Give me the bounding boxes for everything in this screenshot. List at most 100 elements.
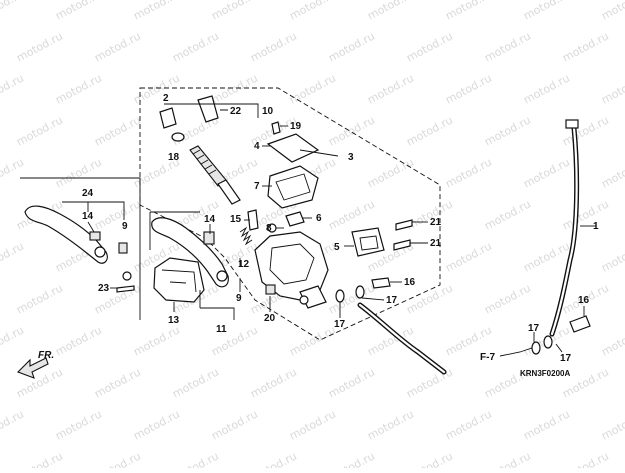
callout-5: 5 <box>334 242 340 253</box>
watermark-text: motod.ru <box>599 323 625 358</box>
screw-15 <box>247 209 259 231</box>
watermark-text: motod.ru <box>92 197 143 232</box>
watermark-text: motod.ru <box>14 449 65 468</box>
callout-22: 22 <box>230 106 242 117</box>
watermark-text: motod.ru <box>92 449 143 468</box>
watermark-text: motod.ru <box>0 407 26 442</box>
watermark-text: motod.ru <box>482 449 533 468</box>
lever-pivot <box>94 246 106 258</box>
switch-housing-detail <box>161 269 197 293</box>
lever-left <box>24 205 108 264</box>
watermark-text: motod.ru <box>92 29 143 64</box>
watermark-text: motod.ru <box>599 0 625 23</box>
front-direction-arrow: FR. <box>17 350 54 379</box>
watermark-text: motod.ru <box>521 239 572 274</box>
watermark-text: motod.ru <box>326 449 377 468</box>
banjo-bolts <box>335 277 591 355</box>
callout-21a: 21 <box>430 217 442 228</box>
spring-12 <box>239 226 253 246</box>
watermark-text: motod.ru <box>560 113 611 148</box>
watermark-text: motod.ru <box>92 113 143 148</box>
screw-19 <box>271 121 281 135</box>
brake-hose-1 <box>357 119 580 375</box>
watermark-text: motod.ru <box>131 71 182 106</box>
callout-6: 6 <box>316 213 322 224</box>
washer-17-d <box>531 341 541 355</box>
nut-23 <box>122 271 132 281</box>
bolt-21-upper <box>395 219 413 231</box>
watermark-text: motod.ru <box>170 29 221 64</box>
watermark-text: motod.ru <box>0 239 26 274</box>
bolt-16-lower <box>569 315 591 333</box>
watermark-text: motod.ru <box>287 71 338 106</box>
leader-24 <box>62 201 125 220</box>
watermark-text: motod.ru <box>248 365 299 400</box>
reservoir-cap-4 <box>266 133 320 163</box>
watermark-text: motod.ru <box>482 197 533 232</box>
outline-left-lever-group <box>20 177 141 320</box>
watermark-text: motod.ru <box>365 0 416 23</box>
watermark-text: motod.ru <box>365 71 416 106</box>
watermark-text: motod.ru <box>521 0 572 23</box>
callout-2: 2 <box>163 93 169 104</box>
callout-19: 19 <box>290 121 302 132</box>
switch-housing <box>153 257 205 303</box>
holder-detail <box>359 235 379 251</box>
watermark-text: motod.ru <box>521 71 572 106</box>
watermark-text: motod.ru <box>14 113 65 148</box>
watermark-text: motod.ru <box>53 407 104 442</box>
callout-24: 24 <box>82 188 94 199</box>
leader-f7 <box>499 347 533 357</box>
switch-housing-13 <box>153 257 205 303</box>
callout-9b: 9 <box>236 293 242 304</box>
callout-17b: 17 <box>334 319 346 330</box>
watermark-text: motod.ru <box>521 407 572 442</box>
watermark-text: motod.ru <box>404 113 455 148</box>
arrow-icon <box>17 357 49 379</box>
callout-labels: 1 2 3 4 5 6 7 8 9 9 10 11 12 13 14 14 15… <box>82 93 599 378</box>
watermark-text: motod.ru <box>14 281 65 316</box>
callout-23: 23 <box>98 283 110 294</box>
holder-5 <box>351 219 413 257</box>
watermark-text: motod.ru <box>599 407 625 442</box>
watermark-text: motod.ru <box>248 29 299 64</box>
watermark-text: motod.ru <box>209 407 260 442</box>
washer-17-c <box>543 335 553 349</box>
piston-spring <box>189 145 227 187</box>
callout-9a: 9 <box>122 221 128 232</box>
banjo-fitting <box>299 295 309 305</box>
watermark-text: motod.ru <box>365 407 416 442</box>
watermark-text: motod.ru <box>0 0 26 23</box>
watermark-text: motod.ru <box>482 29 533 64</box>
watermark-text: motod.ru <box>0 323 26 358</box>
boot-2 <box>159 107 177 129</box>
watermark-text: motod.ru <box>443 407 494 442</box>
watermark-text: motod.ru <box>287 323 338 358</box>
callout-7: 7 <box>254 181 260 192</box>
watermark-text: motod.ru <box>248 449 299 468</box>
watermark-text: motod.ru <box>599 155 625 190</box>
callout-12: 12 <box>238 259 250 270</box>
callout-13: 13 <box>168 315 180 326</box>
callout-14b: 14 <box>204 214 216 225</box>
callout-1: 1 <box>593 221 599 232</box>
callout-17d: 17 <box>560 353 572 364</box>
direction-label: FR. <box>38 350 54 361</box>
washer-17-b <box>335 289 345 303</box>
watermark-text: motod.ru <box>131 323 182 358</box>
diaphragm-detail <box>275 173 311 201</box>
bolt-20 <box>265 284 276 295</box>
callout-21b: 21 <box>430 238 442 249</box>
watermark-text: motod.ru <box>92 365 143 400</box>
watermark-text: motod.ru <box>131 0 182 23</box>
watermark-text: motod.ru <box>53 323 104 358</box>
watermark-text: motod.ru <box>599 239 625 274</box>
watermark-text: motod.ru <box>326 29 377 64</box>
watermark-text: motod.ru <box>560 449 611 468</box>
watermark-text: motod.ru <box>209 71 260 106</box>
watermark-text: motod.ru <box>131 407 182 442</box>
lever-assembly-24 <box>24 205 135 293</box>
piston-kit <box>159 95 241 205</box>
watermark-text: motod.ru <box>482 281 533 316</box>
watermark-text: motod.ru <box>287 0 338 23</box>
